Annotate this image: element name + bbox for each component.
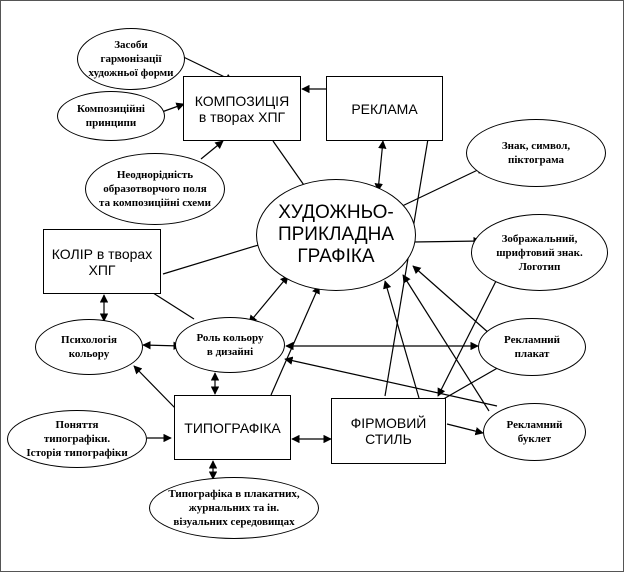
node-zasoby: Засоби гармонізації художньої форми [77,28,185,90]
node-kompozytsiya-label: КОМПОЗИЦІЯ в творах ХПГ [194,92,290,125]
connector-buklet-firmovyi [446,423,484,436]
connector-kolir-hpg [162,241,266,275]
node-hpg-label: ХУДОЖНЬО- ПРИКЛАДНА ГРАФІКА [277,202,395,267]
node-pryntsypy: Композиційні принципи [57,91,165,141]
node-typografika-label: ТИПОГРАФІКА [184,419,281,436]
node-reklama-label: РЕКЛАМА [351,100,418,117]
node-ponyattya-label: Поняття типографіки. Історія типографіки [26,419,128,459]
node-rol-koloru: Роль кольору в дизайні [175,317,285,373]
connector-znak-hpg [397,166,485,209]
connector-firmovyi-hpg [383,280,420,399]
node-pryntsypy-label: Композиційні принципи [77,103,145,129]
node-buklet: Рекламний буклет [483,403,586,461]
node-firmovyi-styl: ФІРМОВИЙ СТИЛЬ [331,398,446,464]
node-kolir: КОЛІР в творах ХПГ [43,229,161,294]
node-psykhologiya-label: Психологія кольору [61,334,117,360]
node-typografika: ТИПОГРАФІКА [174,395,291,460]
node-plakat-label: Рекламний плакат [504,334,560,360]
node-neodnoridnist-label: Неоднорідність образотворчого поля та ко… [99,169,211,209]
node-buklet-label: Рекламний буклет [506,419,563,445]
connector-zobrazhalnyi-firmovyi [437,280,497,397]
node-reklama: РЕКЛАМА [326,76,443,141]
connector-rolkoloru-hpg [248,275,289,324]
connector-zobrazhalnyi-hpg [412,236,482,246]
connector-rolkoloru-buklet [284,356,498,407]
node-plakat: Рекламний плакат [478,318,586,376]
node-typ-seredovyshcha-label: Типографіка в плакатних, журнальних та і… [168,488,300,528]
node-rol-koloru-label: Роль кольору в дизайні [196,332,264,358]
connector-reklama-hpg [374,140,387,192]
node-firmovyi-styl-label: ФІРМОВИЙ СТИЛЬ [350,415,427,447]
connector-plakat-hpg [412,265,491,335]
node-znak: Знак, символ, піктограма [466,119,606,187]
node-znak-label: Знак, символ, піктограма [501,140,571,166]
node-zobrazhalnyi-label: Зображальний, шрифтовий знак. Логотип [496,232,583,273]
node-zasoby-label: Засоби гармонізації художньої форми [88,39,174,79]
node-typ-seredovyshcha: Типографіка в плакатних, журнальних та і… [149,477,319,539]
node-kompozytsiya: КОМПОЗИЦІЯ в творах ХПГ [183,76,301,141]
connector-psykhologiya-typografika [133,365,177,410]
node-zobrazhalnyi: Зображальний, шрифтовий знак. Логотип [471,214,608,291]
node-kolir-label: КОЛІР в творах ХПГ [51,245,153,278]
connector-psykhologiya-rolkoloru [142,341,182,350]
node-neodnoridnist: Неоднорідність образотворчого поля та ко… [85,153,225,225]
connector-neodnoridnist-kompozytsiya [200,140,224,160]
node-ponyattya: Поняття типографіки. Історія типографіки [7,410,147,468]
connector-typografika-hpg [270,285,320,396]
node-psykhologiya: Психологія кольору [35,319,143,375]
node-hpg: ХУДОЖНЬО- ПРИКЛАДНА ГРАФІКА [256,179,416,291]
